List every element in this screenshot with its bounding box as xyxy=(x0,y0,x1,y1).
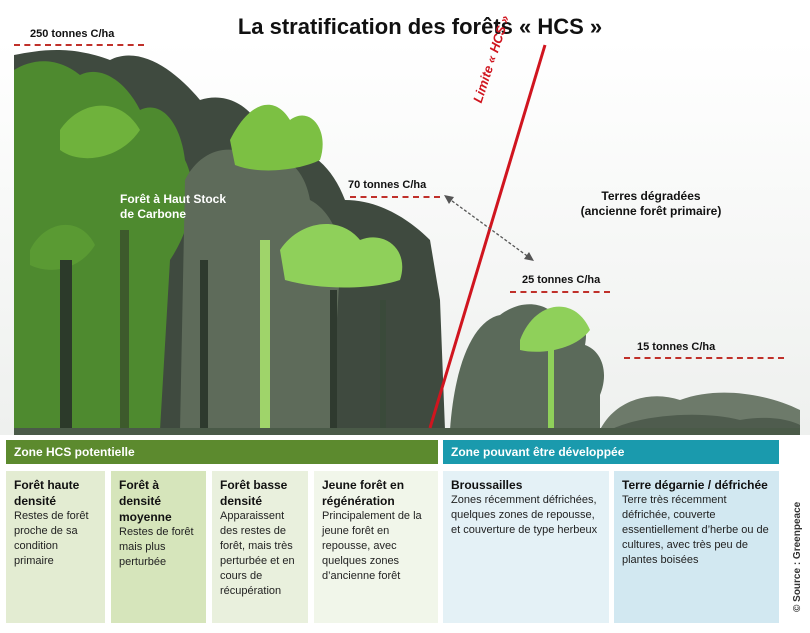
card-title: Forêt haute densité xyxy=(14,478,80,508)
card-description: Terre très récemment défrichée, couverte… xyxy=(622,494,769,566)
zone-development-header: Zone pouvant être développée xyxy=(443,440,779,464)
carbon-arrow-line xyxy=(447,197,531,259)
card-high-density-forest: Forêt haute densité Restes de forêt proc… xyxy=(6,471,105,623)
card-scrubland: Broussailles Zones récemment défrichées,… xyxy=(443,471,609,623)
carbon-250-label: 250 tonnes C/ha xyxy=(30,28,115,40)
card-low-density-forest: Forêt basse densité Apparaissent des res… xyxy=(212,471,308,623)
carbon-70-dash xyxy=(350,196,440,198)
carbon-25-label: 25 tonnes C/ha xyxy=(522,274,601,286)
forest-label-line-1: Forêt à Haut Stock xyxy=(120,192,227,206)
carbon-15-label: 15 tonnes C/ha xyxy=(637,341,716,353)
forest-illustration xyxy=(0,40,810,435)
carbon-70-label: 70 tonnes C/ha xyxy=(348,179,427,191)
arrow-head-start xyxy=(444,195,454,204)
card-title: Forêt basse densité xyxy=(220,478,288,508)
carbon-25-dash xyxy=(510,291,610,293)
source-credit: © Source : Greenpeace xyxy=(792,501,803,612)
card-description: Principalement de la jeune forêt en repo… xyxy=(322,510,422,582)
degraded-land-label: Terres dégradées (ancienne forêt primair… xyxy=(566,189,736,219)
card-title: Terre dégarnie / défrichée xyxy=(622,478,768,492)
card-medium-density-forest: Forêt à densité moyenne Restes de forêt … xyxy=(111,471,206,623)
degraded-label-line-2: (ancienne forêt primaire) xyxy=(580,204,722,218)
card-description: Restes de forêt mais plus perturbée xyxy=(119,526,194,568)
carbon-250-dash xyxy=(14,44,144,46)
card-title: Broussailles xyxy=(451,478,523,492)
forest-label: Forêt à Haut Stock de Carbone xyxy=(120,192,226,222)
forest-label-line-2: de Carbone xyxy=(120,207,187,221)
card-young-regenerating-forest: Jeune forêt en régénération Principaleme… xyxy=(314,471,438,623)
carbon-15-dash xyxy=(624,357,784,359)
card-cleared-land: Terre dégarnie / défrichée Terre très ré… xyxy=(614,471,779,623)
degraded-label-line-1: Terres dégradées xyxy=(601,189,701,203)
page-title: La stratification des forêts « HCS » xyxy=(237,14,603,39)
hcs-limit-line xyxy=(428,44,547,429)
card-description: Zones récemment défrichées, quelques zon… xyxy=(451,494,598,536)
card-description: Restes de forêt proche de sa condition p… xyxy=(14,510,89,567)
ground xyxy=(14,428,800,435)
shrubland-vegetation xyxy=(450,304,800,430)
zone-hcs-header: Zone HCS potentielle xyxy=(6,440,438,464)
card-description: Apparaissent des restes de forêt, mais t… xyxy=(220,510,295,597)
dense-forest-canopy xyxy=(14,50,445,430)
arrow-head-end xyxy=(524,252,534,261)
card-title: Jeune forêt en régénération xyxy=(322,478,405,508)
card-title: Forêt à densité moyenne xyxy=(119,478,172,524)
